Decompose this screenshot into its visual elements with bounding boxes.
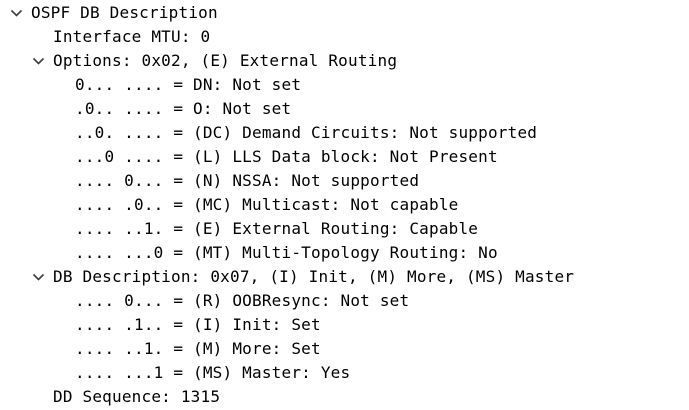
tree-row-label: ..0. .... = (DC) Demand Circuits: Not su… [75,123,538,142]
tree-row-label: .... .1.. = (I) Init: Set [75,315,321,334]
expander-spacer [51,73,75,97]
tree-row-label: .... 0... = (N) NSSA: Not supported [75,171,420,190]
tree-row-flags-bit-m[interactable]: .... ..1. = (M) More: Set [0,337,689,361]
tree-row-label: .... .0.. = (MC) Multicast: Not capable [75,195,459,214]
expander-spacer [51,337,75,361]
expander-spacer [51,121,75,145]
tree-row-label: ...0 .... = (L) LLS Data block: Not Pres… [75,147,498,166]
tree-row-options-bit-l[interactable]: ...0 .... = (L) LLS Data block: Not Pres… [0,145,689,169]
tree-row-label: .... ...1 = (MS) Master: Yes [75,363,351,382]
tree-row-options-bit-o[interactable]: .0.. .... = O: Not set [0,97,689,121]
expander-spacer [51,217,75,241]
expander-spacer [51,145,75,169]
tree-row-db-description-flags[interactable]: DB Description: 0x07, (I) Init, (M) More… [0,265,689,289]
expander-spacer [51,169,75,193]
expander-spacer [51,313,75,337]
expander-spacer [51,97,75,121]
expander-spacer [51,289,75,313]
tree-row-dd-sequence[interactable]: DD Sequence: 1315 [0,385,689,409]
tree-row-label: .... ..1. = (M) More: Set [75,339,321,358]
chevron-down-icon[interactable] [29,49,53,73]
tree-row-flags-bit-i[interactable]: .... .1.. = (I) Init: Set [0,313,689,337]
tree-row-label: Options: 0x02, (E) External Routing [53,51,398,70]
tree-row-label: OSPF DB Description [31,3,218,22]
chevron-down-icon[interactable] [29,265,53,289]
tree-row-ospf-db-description[interactable]: OSPF DB Description [0,1,689,25]
tree-row-options-bit-dn[interactable]: 0... .... = DN: Not set [0,73,689,97]
tree-row-options-bit-n[interactable]: .... 0... = (N) NSSA: Not supported [0,169,689,193]
tree-row-label: .... 0... = (R) OOBResync: Not set [75,291,410,310]
expander-spacer [51,361,75,385]
expander-spacer [51,241,75,265]
tree-row-options-bit-e[interactable]: .... ..1. = (E) External Routing: Capabl… [0,217,689,241]
tree-row-interface-mtu[interactable]: Interface MTU: 0 [0,25,689,49]
tree-row-flags-bit-r[interactable]: .... 0... = (R) OOBResync: Not set [0,289,689,313]
tree-row-label: DD Sequence: 1315 [53,387,221,406]
expander-spacer [29,25,53,49]
tree-row-options-bit-mt[interactable]: .... ...0 = (MT) Multi-Topology Routing:… [0,241,689,265]
tree-row-label: Interface MTU: 0 [53,27,211,46]
tree-row-label: DB Description: 0x07, (I) Init, (M) More… [53,267,575,286]
chevron-down-icon[interactable] [7,1,31,25]
tree-row-options[interactable]: Options: 0x02, (E) External Routing [0,49,689,73]
tree-row-options-bit-dc[interactable]: ..0. .... = (DC) Demand Circuits: Not su… [0,121,689,145]
tree-row-label: 0... .... = DN: Not set [75,75,302,94]
expander-spacer [51,193,75,217]
tree-row-flags-bit-ms[interactable]: .... ...1 = (MS) Master: Yes [0,361,689,385]
expander-spacer [29,385,53,409]
tree-row-options-bit-mc[interactable]: .... .0.. = (MC) Multicast: Not capable [0,193,689,217]
tree-row-label: .... ..1. = (E) External Routing: Capabl… [75,219,479,238]
tree-row-label: .... ...0 = (MT) Multi-Topology Routing:… [75,243,498,262]
tree-row-label: .0.. .... = O: Not set [75,99,292,118]
